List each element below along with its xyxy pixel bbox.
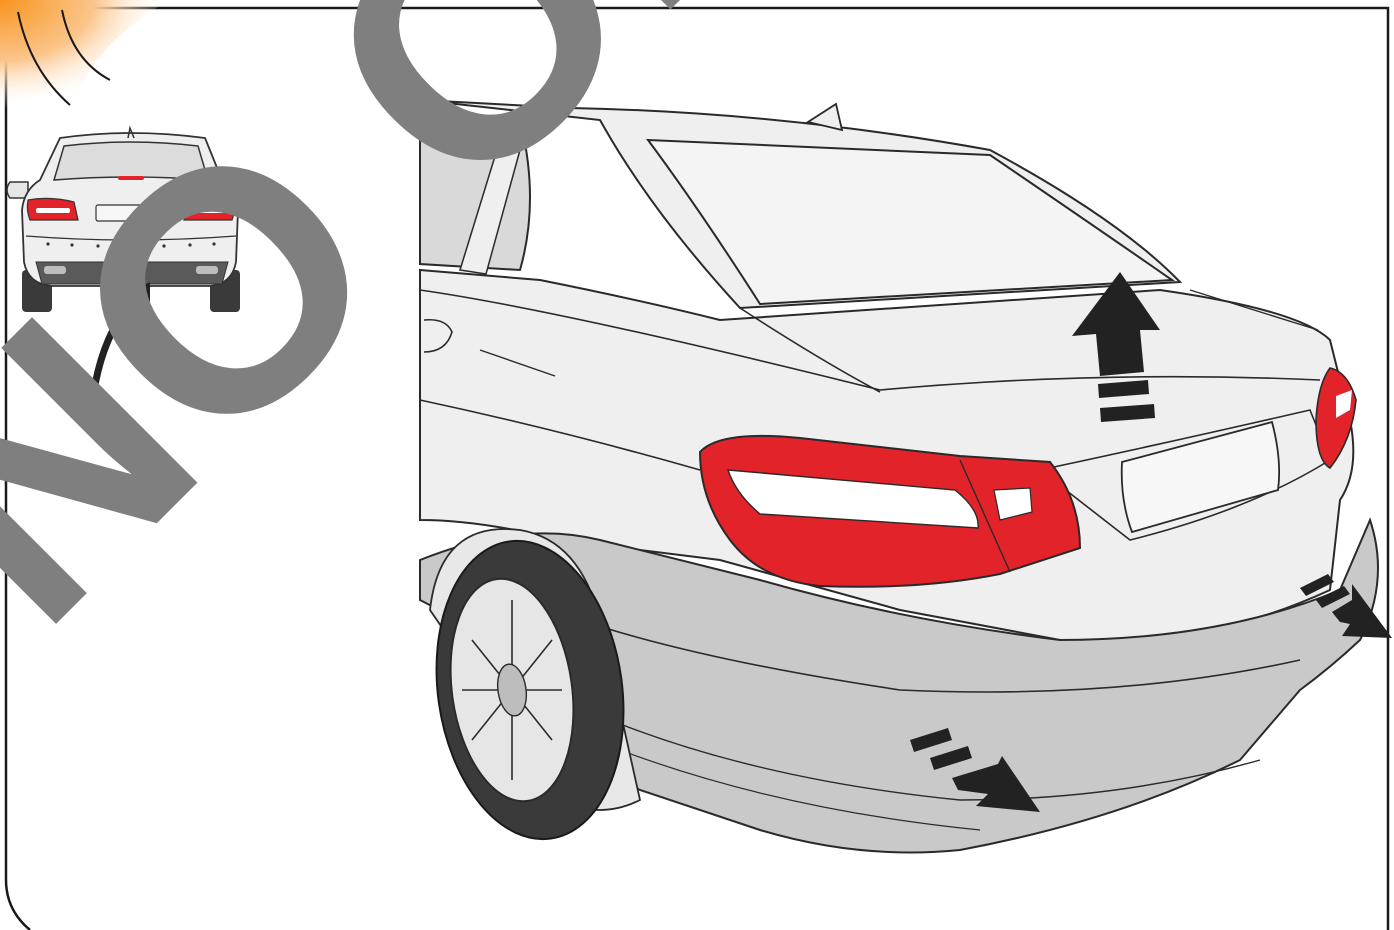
corner-accent: [0, 0, 170, 110]
